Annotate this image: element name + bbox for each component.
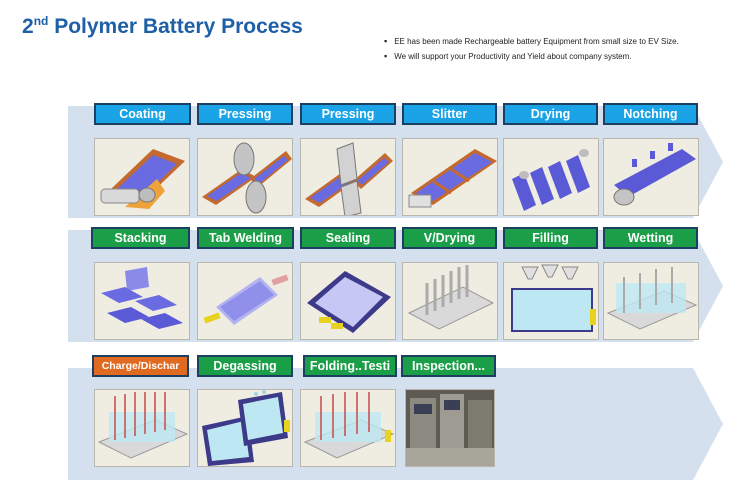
step-label-inspection: Inspection... [401,355,496,377]
degassing-icon [197,389,293,467]
inspection-line-photo [405,389,495,467]
slitter-machine-icon [402,138,498,216]
step-label-degassing: Degassing [197,355,293,377]
electrolyte-filling-icon [503,262,599,340]
step-label-slitter: Slitter [402,103,497,125]
step-label-coating: Coating [94,103,191,125]
step-label-pressing-1: Pressing [197,103,293,125]
cell-stack-icon [94,262,190,340]
step-label-notching: Notching [603,103,698,125]
step-label-drying: Drying [503,103,598,125]
step-label-tab-welding: Tab Welding [197,227,294,249]
step-label-v-drying: V/Drying [402,227,497,249]
wetting-rack-icon [603,262,699,340]
step-label-sealing: Sealing [300,227,396,249]
step-label-stacking: Stacking [91,227,190,249]
roll-press-icon [197,138,293,216]
step-label-charge-discharge: Charge/Dischar [92,355,189,377]
vacuum-drying-icon [402,262,498,340]
title-text: Polymer Battery Process [54,15,303,38]
roll-press-icon [300,138,396,216]
title-ordinal: 2 [22,15,34,38]
step-label-wetting: Wetting [603,227,698,249]
step-label-pressing-2: Pressing [300,103,396,125]
folding-testing-rack-icon [300,389,396,467]
tab-welding-icon [197,262,293,340]
pouch-sealing-icon [300,262,396,340]
coating-machine-icon [94,138,190,216]
notching-machine-icon [603,138,699,216]
title-suffix: nd [33,14,49,28]
intro-bullet: EE has been made Rechargeable battery Eq… [384,34,679,49]
page-title: 2nd Polymer Battery Process [22,14,303,39]
drying-rack-icon [503,138,599,216]
charge-discharge-rack-icon [94,389,190,467]
intro-bullet-list: EE has been made Rechargeable battery Eq… [384,34,679,64]
step-label-filling: Filling [503,227,598,249]
step-label-folding-testing: Folding..Testi [303,355,397,377]
intro-bullet: We will support your Productivity and Yi… [384,49,679,64]
